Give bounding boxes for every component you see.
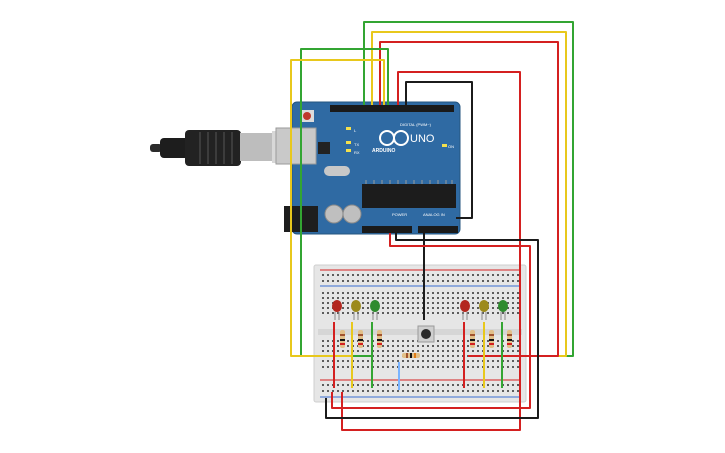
led-left-yellow (351, 300, 361, 320)
power-label: POWER (392, 212, 407, 217)
on-label: ON (448, 144, 454, 149)
tx-label: TX (354, 142, 359, 147)
arduino-brand: ARDUINO (372, 148, 395, 154)
arduino-board: ARDUINO UNO DIGITAL (PWM~) ANALOG IN POW… (275, 101, 461, 235)
led-left-red (332, 300, 342, 320)
arduino-logo-icon (379, 130, 409, 146)
resistor-4 (470, 330, 475, 348)
usb-cable (150, 130, 292, 166)
rx-label: RX (354, 150, 360, 155)
resistors (340, 330, 512, 358)
wire-red-inner (341, 71, 521, 431)
reset-button[interactable] (300, 110, 314, 122)
jumpers (333, 322, 503, 388)
analog-label: ANALOG IN (423, 212, 445, 217)
resistor-3 (377, 330, 382, 348)
led-right-green (498, 300, 508, 320)
l-label: L (354, 128, 357, 133)
resistor-6 (507, 330, 512, 348)
wire-black-top (405, 81, 473, 219)
led-right-yellow (479, 300, 489, 320)
wires (290, 21, 574, 431)
resistor-5 (489, 330, 494, 348)
resistor-2 (358, 330, 363, 348)
arduino-model: UNO (410, 133, 435, 145)
wire-red-outer (379, 41, 559, 357)
push-button[interactable] (417, 325, 435, 343)
led-left-green (370, 300, 380, 320)
wire-yellow-left (290, 59, 385, 357)
resistor-1 (340, 330, 345, 348)
wire-black-gnd (325, 233, 539, 419)
wire-red-power (331, 233, 531, 409)
resistor-button (402, 353, 420, 358)
led-right-red (460, 300, 470, 320)
digital-label: DIGITAL (PWM~) (400, 122, 432, 127)
